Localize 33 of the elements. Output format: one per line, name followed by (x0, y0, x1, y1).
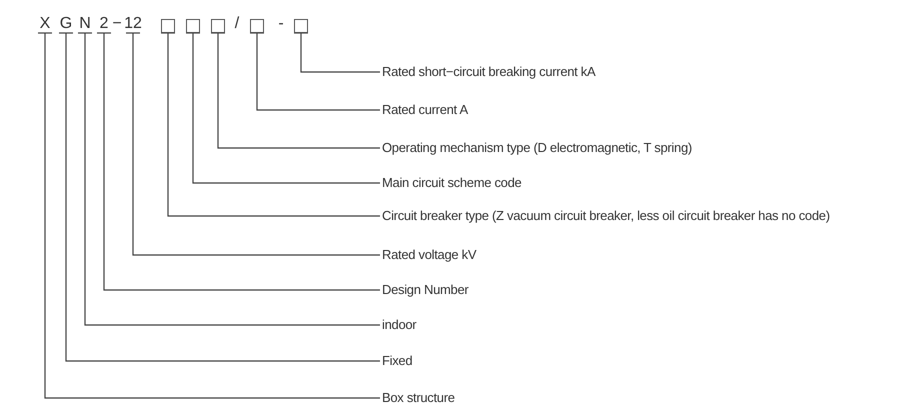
leader-line (293, 32, 380, 73)
placeholder-field (294, 19, 308, 33)
placeholder-field (161, 19, 175, 33)
description-label: Box structure (382, 390, 455, 406)
description-label: indoor (382, 317, 416, 333)
leader-line (210, 32, 380, 149)
leader-line (185, 32, 380, 184)
code-digit: 2 (100, 15, 108, 33)
placeholder-field (211, 19, 225, 33)
description-label: Main circuit scheme code (382, 175, 522, 191)
description-label: Design Number (382, 282, 468, 298)
description-label: Operating mechanism type (D electromagnetic, T spring) (382, 140, 692, 156)
leader-line (249, 32, 380, 111)
description-label: Circuit breaker type (Z vacuum circuit breaker, less oil circuit breaker has no code) (382, 208, 830, 224)
description-label: Rated voltage kV (382, 247, 476, 263)
placeholder-field (186, 19, 200, 33)
description-label: Rated short−circuit breaking current kA (382, 64, 596, 80)
code-letter: G (60, 15, 72, 33)
leader-line (58, 32, 380, 362)
code-letter: N (79, 15, 91, 33)
code-number: 12 (124, 15, 142, 33)
description-label: Rated current A (382, 102, 468, 118)
leader-line (160, 32, 380, 217)
placeholder-field (250, 19, 264, 33)
leader-line (125, 32, 380, 256)
code-letter: X (40, 15, 50, 33)
description-label: Fixed (382, 353, 412, 369)
code-separator: − (112, 15, 122, 33)
code-separator: - (278, 15, 284, 33)
leader-line (96, 32, 380, 291)
code-separator: / (234, 15, 240, 33)
leader-line (37, 32, 380, 399)
leader-line (77, 32, 380, 326)
